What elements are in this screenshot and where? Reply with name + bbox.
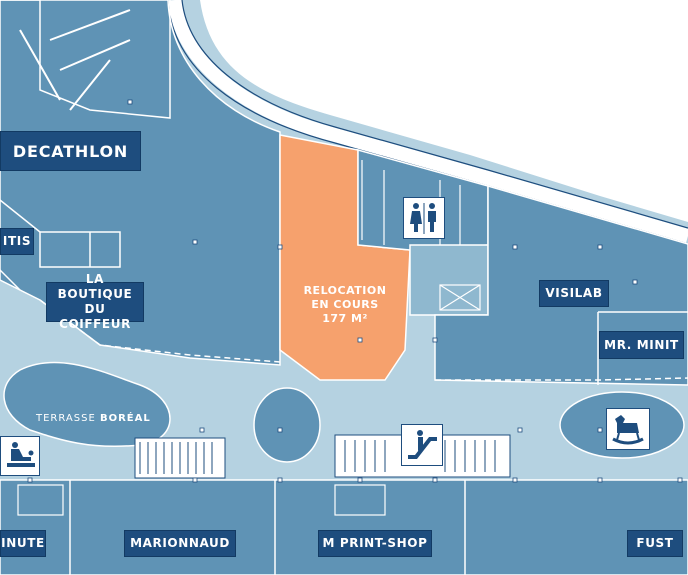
outside-area bbox=[200, 0, 688, 222]
relocation-line-2: EN COURS bbox=[311, 298, 379, 311]
store-label-fust[interactable]: FUST bbox=[627, 530, 683, 557]
relocation-line-1: RELOCATION bbox=[303, 284, 387, 297]
store-walls bbox=[0, 0, 171, 119]
baby-change-icon[interactable] bbox=[0, 436, 40, 476]
store-walls-detail bbox=[19, 9, 131, 111]
store-counter bbox=[39, 231, 121, 268]
store-block-top-left bbox=[0, 0, 281, 366]
pillars bbox=[27, 99, 683, 483]
store-label-m-print-shop[interactable]: M PRINT-SHOP bbox=[318, 530, 432, 557]
relocation-label: RELOCATION EN COURS 177 M² bbox=[290, 284, 400, 326]
relocation-line-3: 177 M² bbox=[322, 312, 368, 325]
store-label-decathlon[interactable]: DECATHLON bbox=[0, 131, 141, 171]
store-label-line: LA BOUTIQUE bbox=[57, 272, 133, 301]
toilets-icon[interactable] bbox=[403, 197, 445, 239]
outer-wall-line bbox=[167, 0, 688, 245]
terrasse-label: TERRASSE BORÉAL bbox=[36, 413, 151, 424]
terrasse-name: BORÉAL bbox=[99, 413, 151, 424]
outer-wall-line-2 bbox=[181, 0, 688, 229]
escalator-left bbox=[134, 437, 226, 479]
rocking-horse-icon[interactable] bbox=[606, 408, 650, 450]
escalator-icon[interactable] bbox=[401, 424, 443, 466]
store-label-inute[interactable]: INUTE bbox=[0, 530, 46, 557]
store-label-marionnaud[interactable]: MARIONNAUD bbox=[124, 530, 236, 557]
island-seating bbox=[253, 387, 321, 463]
store-block-bottom bbox=[0, 479, 688, 575]
outer-wall bbox=[168, 0, 688, 243]
service-corridor bbox=[409, 244, 489, 316]
store-label-itis[interactable]: ITIS bbox=[0, 228, 34, 255]
store-label-mr-minit[interactable]: MR. MINIT bbox=[599, 331, 684, 359]
terrasse-prefix: TERRASSE bbox=[36, 413, 100, 424]
store-label-line: DU COIFFEUR bbox=[59, 302, 131, 331]
store-label-visilab[interactable]: VISILAB bbox=[539, 280, 609, 307]
